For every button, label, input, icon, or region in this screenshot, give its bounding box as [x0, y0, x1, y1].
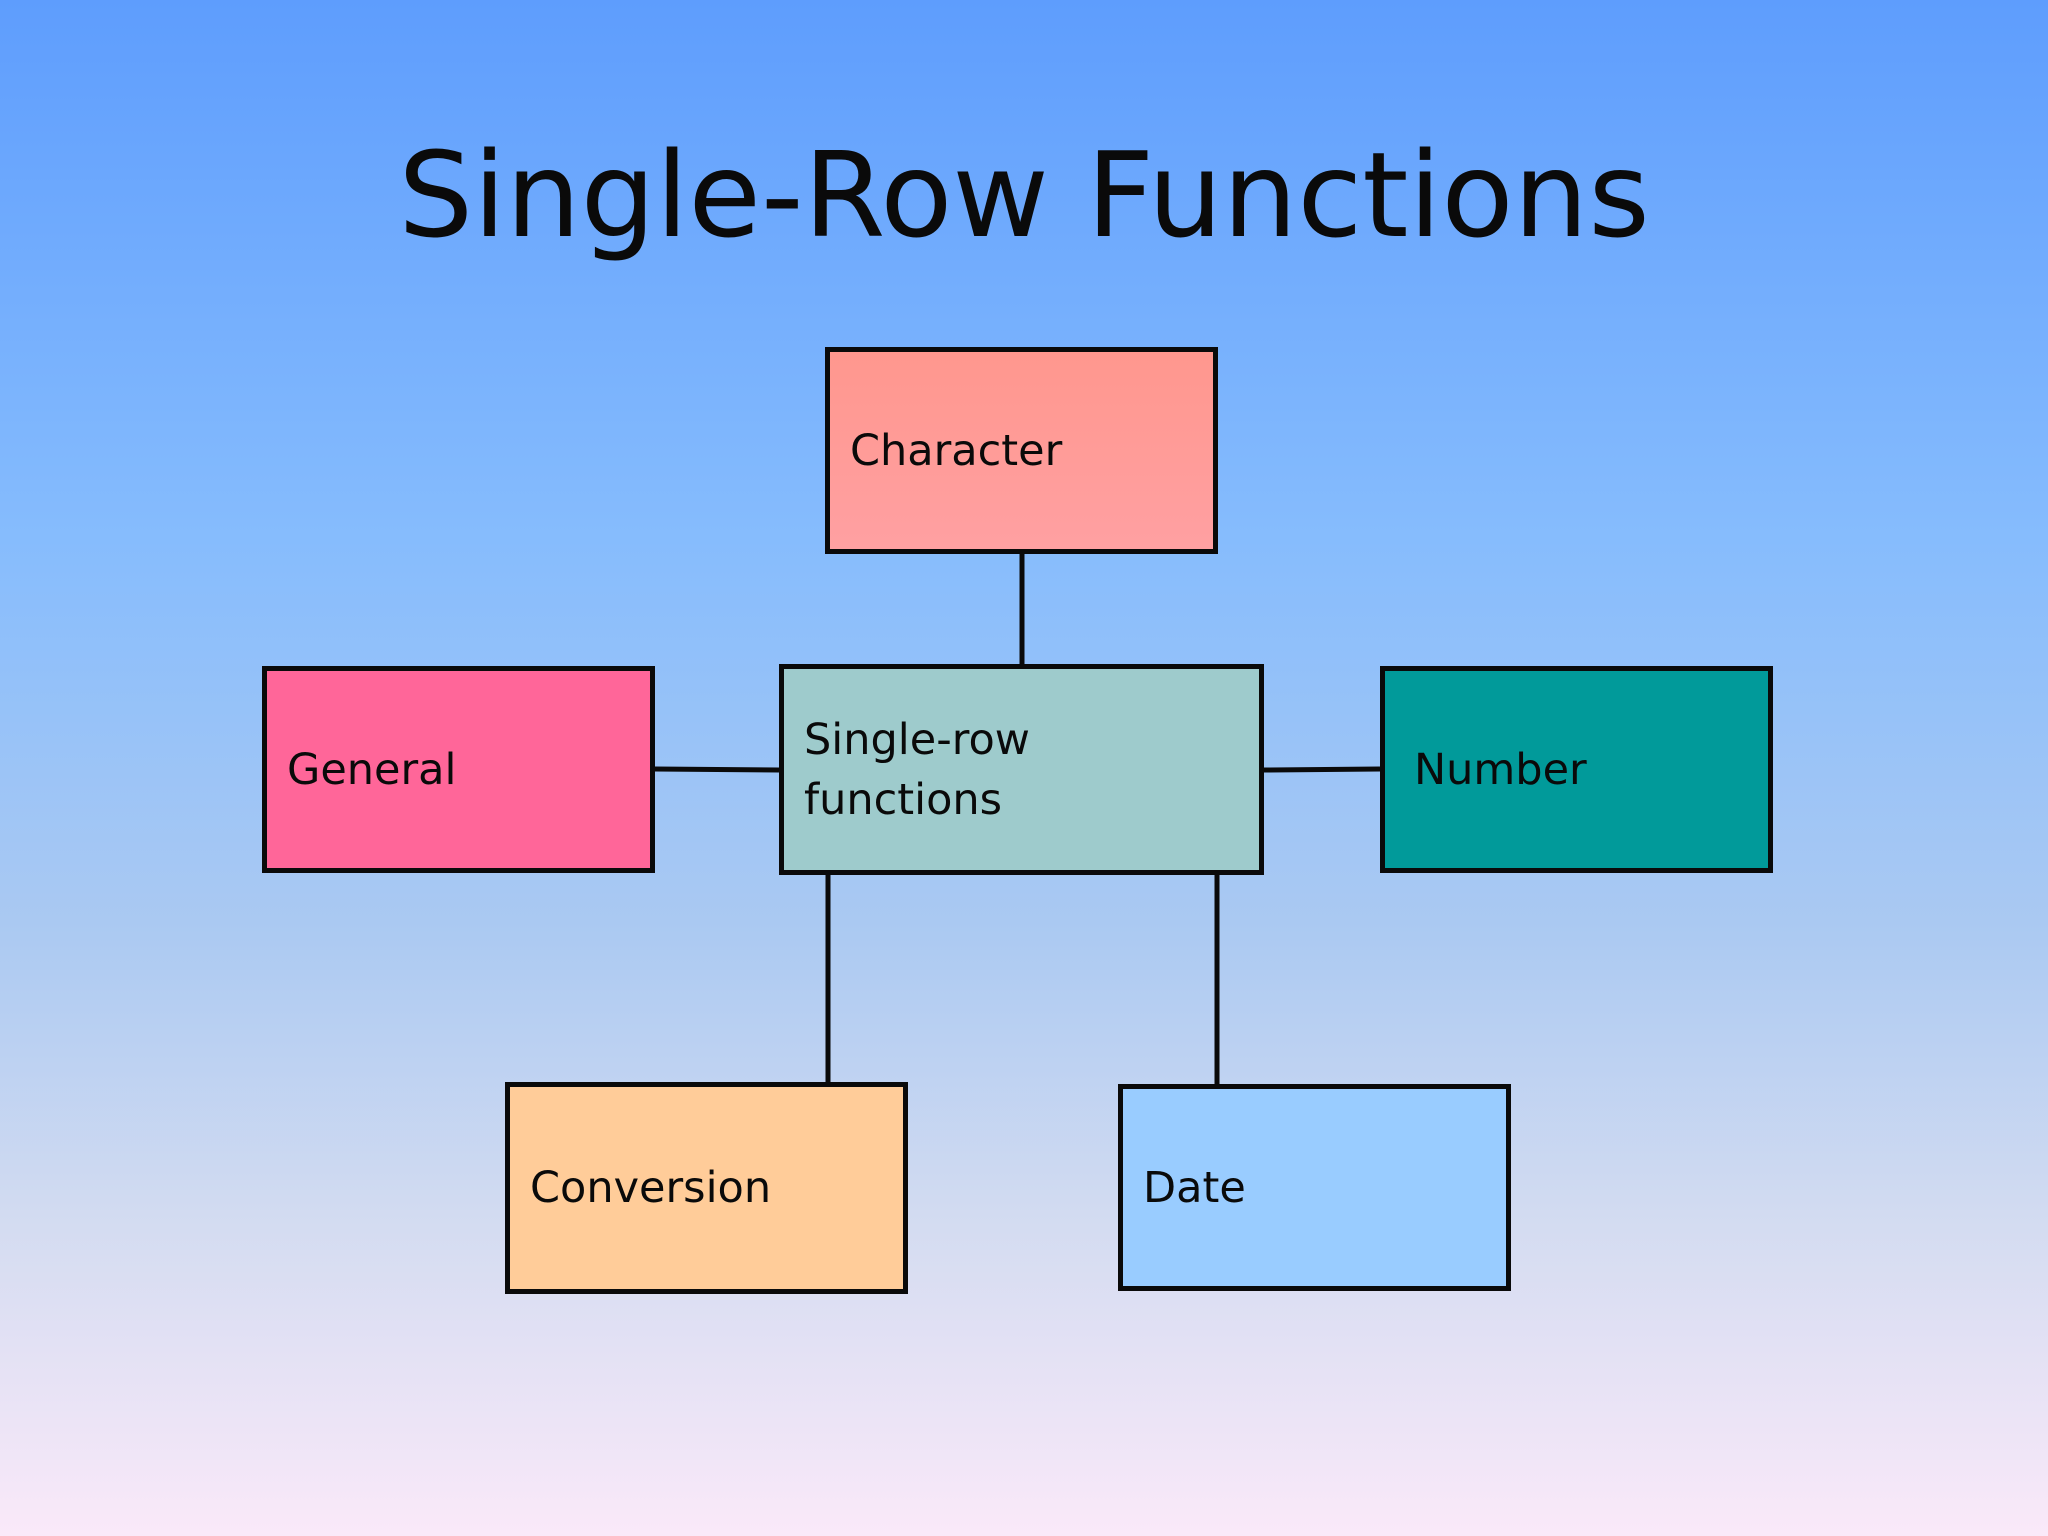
edge-center-general	[654, 766, 780, 773]
slide-title: Single-Row Functions	[398, 126, 1650, 264]
edge-center-number	[1263, 766, 1381, 773]
node-number[interactable]: Number	[1380, 666, 1773, 873]
node-character-label: Character	[850, 425, 1063, 476]
node-center-line2: functions	[804, 774, 1003, 825]
node-single-row-functions[interactable]: Single-row functions	[779, 664, 1264, 875]
node-date[interactable]: Date	[1118, 1084, 1511, 1291]
node-date-label: Date	[1143, 1162, 1246, 1213]
node-conversion[interactable]: Conversion	[505, 1082, 908, 1294]
node-general-label: General	[287, 744, 457, 795]
node-conversion-label: Conversion	[530, 1163, 772, 1213]
node-character[interactable]: Character	[825, 347, 1218, 554]
node-number-label: Number	[1414, 744, 1587, 795]
node-center-text: Single-row functions	[804, 710, 1030, 830]
node-center-line1: Single-row	[804, 714, 1030, 765]
node-general[interactable]: General	[262, 666, 655, 873]
